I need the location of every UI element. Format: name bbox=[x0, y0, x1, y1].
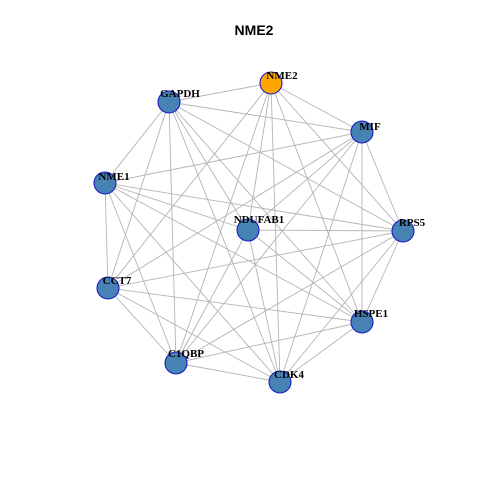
node-c1qbp: C1QBP bbox=[164, 348, 204, 375]
edge-nme2-cdk4 bbox=[270, 82, 281, 383]
node-circle-ndufab1 bbox=[236, 218, 260, 242]
edge-hspe1-cdk4 bbox=[279, 321, 363, 383]
node-label-gapdh: GAPDH bbox=[160, 88, 200, 100]
node-label-hspe1: HSPE1 bbox=[354, 308, 388, 320]
node-label-c1qbp: C1QBP bbox=[168, 348, 204, 360]
edge-c1qbp-cdk4 bbox=[175, 362, 281, 383]
edge-nme1-cct7 bbox=[104, 182, 109, 289]
edge-mif-cct7 bbox=[107, 131, 363, 289]
edge-rps5-cdk4 bbox=[279, 230, 404, 383]
edge-ndufab1-hspe1 bbox=[247, 229, 363, 323]
edge-nme2-hspe1 bbox=[270, 82, 363, 323]
edge-nme2-ndufab1 bbox=[247, 82, 272, 231]
edge-ndufab1-cdk4 bbox=[247, 229, 281, 383]
node-circle-nme1 bbox=[93, 171, 117, 195]
edge-nme2-cct7 bbox=[107, 82, 272, 289]
node-label-nme2: NME2 bbox=[266, 70, 298, 82]
edge-ndufab1-c1qbp bbox=[175, 229, 249, 364]
edge-nme1-c1qbp bbox=[104, 182, 177, 364]
edge-gapdh-rps5 bbox=[168, 101, 404, 232]
node-circle-gapdh bbox=[157, 90, 181, 114]
node-cdk4: CDK4 bbox=[268, 369, 304, 394]
edge-hspe1-c1qbp bbox=[175, 321, 363, 364]
node-hspe1: HSPE1 bbox=[350, 308, 388, 334]
node-label-mif: MIF bbox=[359, 121, 381, 133]
edge-gapdh-c1qbp bbox=[168, 101, 177, 364]
node-nme2: NME2 bbox=[259, 70, 298, 95]
node-label-cct7: CCT7 bbox=[103, 275, 132, 287]
node-mif: MIF bbox=[350, 120, 381, 144]
edge-ndufab1-rps5 bbox=[247, 229, 404, 232]
edge-nme2-mif bbox=[270, 82, 363, 133]
edge-nme1-hspe1 bbox=[104, 182, 363, 323]
edge-nme1-cdk4 bbox=[104, 182, 281, 383]
edge-mif-cdk4 bbox=[279, 131, 363, 383]
edge-gapdh-cct7 bbox=[107, 101, 170, 289]
node-gapdh: GAPDH bbox=[157, 88, 200, 114]
edge-gapdh-hspe1 bbox=[168, 101, 363, 323]
edge-nme2-rps5 bbox=[270, 82, 404, 232]
edge-nme1-rps5 bbox=[104, 182, 404, 232]
diagram-title: NME2 bbox=[235, 22, 274, 38]
edge-gapdh-cdk4 bbox=[168, 101, 281, 383]
node-label-nme1: NME1 bbox=[98, 171, 129, 183]
node-cct7: CCT7 bbox=[96, 275, 132, 300]
node-rps5: RPS5 bbox=[391, 217, 426, 243]
node-circle-cdk4 bbox=[268, 370, 292, 394]
edge-cct7-cdk4 bbox=[107, 287, 281, 383]
node-label-rps5: RPS5 bbox=[399, 217, 426, 229]
node-circle-rps5 bbox=[391, 219, 415, 243]
edge-rps5-cct7 bbox=[107, 230, 404, 289]
node-circle-c1qbp bbox=[164, 351, 188, 375]
node-ndufab1: NDUFAB1 bbox=[234, 214, 285, 242]
node-label-cdk4: CDK4 bbox=[274, 369, 304, 381]
edge-mif-ndufab1 bbox=[247, 131, 363, 231]
edge-mif-rps5 bbox=[361, 131, 404, 232]
node-circle-mif bbox=[350, 120, 374, 144]
node-label-ndufab1: NDUFAB1 bbox=[234, 214, 285, 226]
edge-layer bbox=[104, 82, 404, 383]
node-circle-cct7 bbox=[96, 276, 120, 300]
node-nme1: NME1 bbox=[93, 171, 130, 195]
edge-rps5-hspe1 bbox=[361, 230, 404, 323]
edge-cct7-hspe1 bbox=[107, 287, 363, 323]
edge-mif-nme1 bbox=[104, 131, 363, 184]
edge-cct7-c1qbp bbox=[107, 287, 177, 364]
edge-gapdh-ndufab1 bbox=[168, 101, 249, 231]
edge-gapdh-mif bbox=[168, 101, 363, 133]
edge-gapdh-nme1 bbox=[104, 101, 170, 184]
edge-nme1-ndufab1 bbox=[104, 182, 249, 231]
node-circle-hspe1 bbox=[350, 310, 374, 334]
edge-nme2-c1qbp bbox=[175, 82, 272, 364]
edge-nme2-gapdh bbox=[168, 82, 272, 103]
node-circle-nme2 bbox=[259, 71, 283, 95]
edge-rps5-c1qbp bbox=[175, 230, 404, 364]
